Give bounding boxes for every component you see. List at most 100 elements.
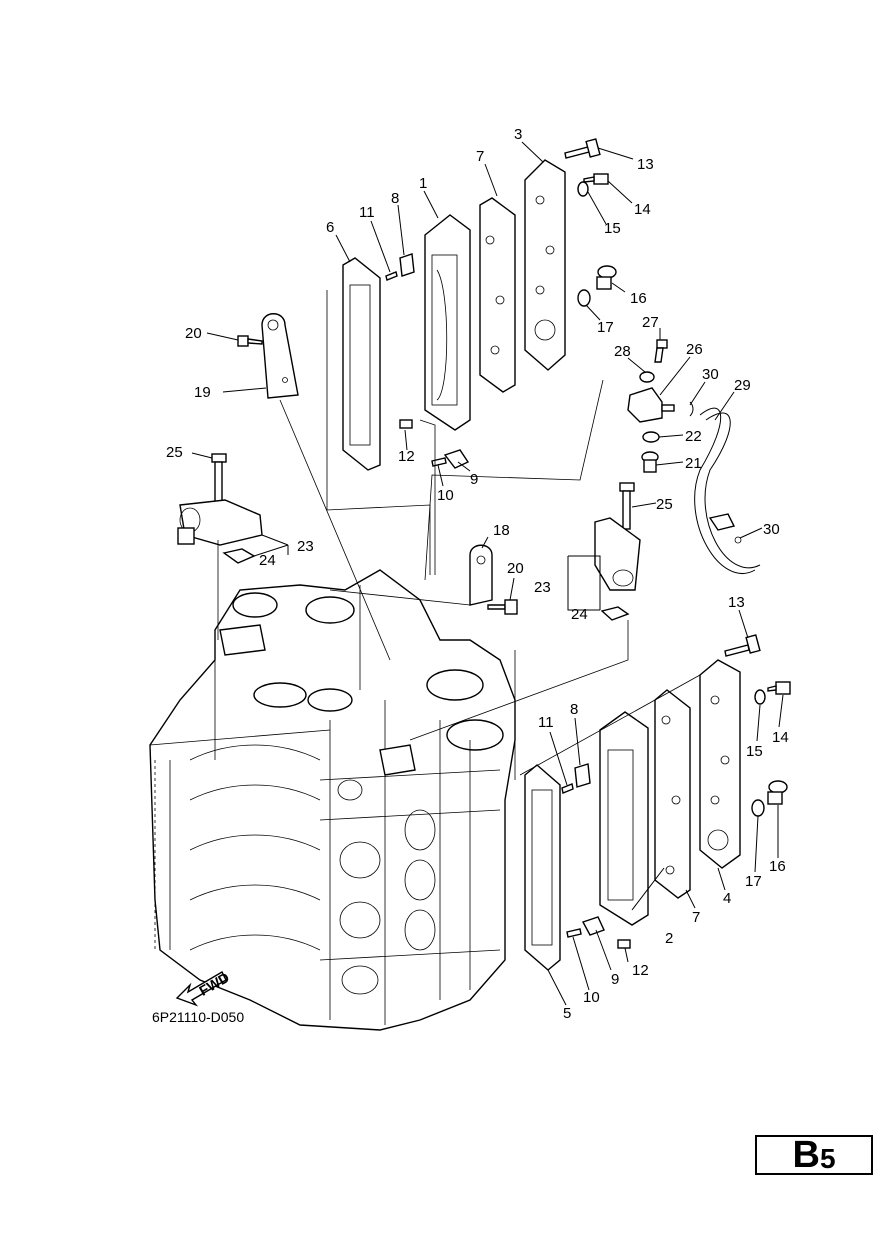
callout-20-upper: 20: [185, 325, 202, 342]
part-17-washer-lower: [751, 799, 765, 817]
callout-16-upper: 16: [630, 290, 647, 307]
part-19-bracket: [261, 313, 299, 399]
page-badge-number: 5: [819, 1143, 836, 1174]
part-3-plate: [524, 159, 566, 371]
callout-23-left: 23: [297, 538, 314, 555]
callout-24-right: 24: [571, 606, 588, 623]
part-15-washer-upper: [577, 181, 589, 197]
callout-30-upper: 30: [702, 366, 719, 383]
part-5-gasket: [524, 764, 561, 971]
part-27-bolt: [654, 339, 668, 363]
callout-15-lower: 15: [746, 743, 763, 760]
callout-5: 5: [563, 1005, 571, 1022]
part-9-clamp-upper: [443, 449, 470, 469]
callout-21: 21: [685, 455, 702, 472]
callout-labels: 1 2 3 4 5 6 7 7 8 8 9 9 10 10 11 11 12 1…: [166, 126, 789, 1022]
part-10-screw-lower: [566, 928, 582, 938]
callout-11-lower: 11: [538, 714, 554, 731]
part-12-pin-lower: [617, 939, 631, 949]
diagram-code: 6P21110-D050: [152, 1009, 244, 1025]
callout-4: 4: [723, 890, 731, 907]
part-18-bracket: [469, 544, 493, 606]
callout-14-upper: 14: [634, 201, 651, 218]
callout-13-lower: 13: [728, 594, 745, 611]
page-badge: B 5: [755, 1135, 873, 1175]
part-22-washer: [642, 431, 660, 443]
callout-24-left: 24: [259, 552, 276, 569]
part-26-fitting: [627, 387, 675, 423]
part-30-connector-lower: [708, 513, 742, 544]
part-12-pin-upper: [399, 419, 413, 429]
callout-17-upper: 17: [597, 319, 614, 336]
callout-2: 2: [665, 930, 673, 947]
callout-29: 29: [734, 377, 751, 394]
part-23-solenoid-left: [177, 499, 263, 546]
part-14-bolt-upper: [583, 173, 609, 185]
part-28-washer: [639, 371, 655, 383]
callout-28: 28: [614, 343, 631, 360]
callout-27: 27: [642, 314, 659, 331]
part-17-washer-upper: [577, 289, 591, 307]
part-10-screw-upper: [431, 457, 447, 467]
callout-22: 22: [685, 428, 702, 445]
callout-17-lower: 17: [745, 873, 762, 890]
callout-1: 1: [419, 175, 427, 192]
part-25-bolt-right: [619, 482, 635, 530]
cylinder-block: [149, 569, 516, 1031]
callout-14-lower: 14: [772, 729, 789, 746]
callout-11-upper: 11: [359, 204, 375, 221]
page-badge-letter: B: [792, 1134, 820, 1176]
part-7-gasket: [479, 197, 516, 393]
part-9-clamp-lower: [581, 916, 605, 936]
callout-9-lower: 9: [611, 971, 619, 988]
part-1-cover: [424, 214, 471, 431]
part-8-clip-upper: [399, 253, 415, 277]
part-8-clip-lower: [574, 763, 591, 788]
part-20-bolt-right: [487, 599, 518, 615]
part-20-bolt-upper: [237, 335, 263, 347]
part-13-bolt-lower: [724, 634, 761, 657]
part-24-nut-right: [600, 606, 630, 621]
callout-3: 3: [514, 126, 522, 143]
callout-19: 19: [194, 384, 211, 401]
callout-13-upper: 13: [637, 156, 654, 173]
part-14-bolt-lower: [767, 681, 791, 695]
callout-10-lower: 10: [583, 989, 600, 1006]
part-29-hose: [694, 407, 756, 574]
callout-12-lower: 12: [632, 962, 649, 979]
callout-30-lower: 30: [763, 521, 780, 538]
part-11-screw-lower: [561, 783, 574, 794]
part-7-gasket-lower: [654, 689, 691, 899]
part-16-plug-lower: [767, 780, 788, 805]
part-21-plug: [641, 451, 659, 473]
callout-25-left: 25: [166, 444, 183, 461]
part-16-plug-upper: [596, 265, 617, 290]
part-4-plate: [699, 659, 741, 869]
callout-7-lower: 7: [692, 909, 700, 926]
callout-12-upper: 12: [398, 448, 415, 465]
callout-8-upper: 8: [391, 190, 399, 207]
callout-8-lower: 8: [570, 701, 578, 718]
callout-6: 6: [326, 219, 334, 236]
callout-23-right: 23: [534, 579, 551, 596]
callout-10-upper: 10: [437, 487, 454, 504]
assembly-guide-lines: [217, 290, 701, 945]
callout-25-right: 25: [656, 496, 673, 513]
part-6-gasket: [342, 257, 381, 471]
callout-9-upper: 9: [470, 471, 478, 488]
part-24-nut-left: [222, 548, 256, 564]
callout-26: 26: [686, 341, 703, 358]
callout-15-upper: 15: [604, 220, 621, 237]
callout-16-lower: 16: [769, 858, 786, 875]
part-11-screw-upper: [385, 271, 398, 281]
part-2-cover: [599, 711, 649, 926]
part-13-bolt-upper: [564, 138, 601, 159]
leader-lines: [191, 141, 784, 1006]
part-15-washer-lower: [754, 689, 766, 705]
part-25-bolt-left: [211, 453, 227, 503]
part-23-solenoid-right: [594, 517, 641, 591]
callout-18: 18: [493, 522, 510, 539]
callout-20-lower: 20: [507, 560, 524, 577]
callout-7-upper: 7: [476, 148, 484, 165]
